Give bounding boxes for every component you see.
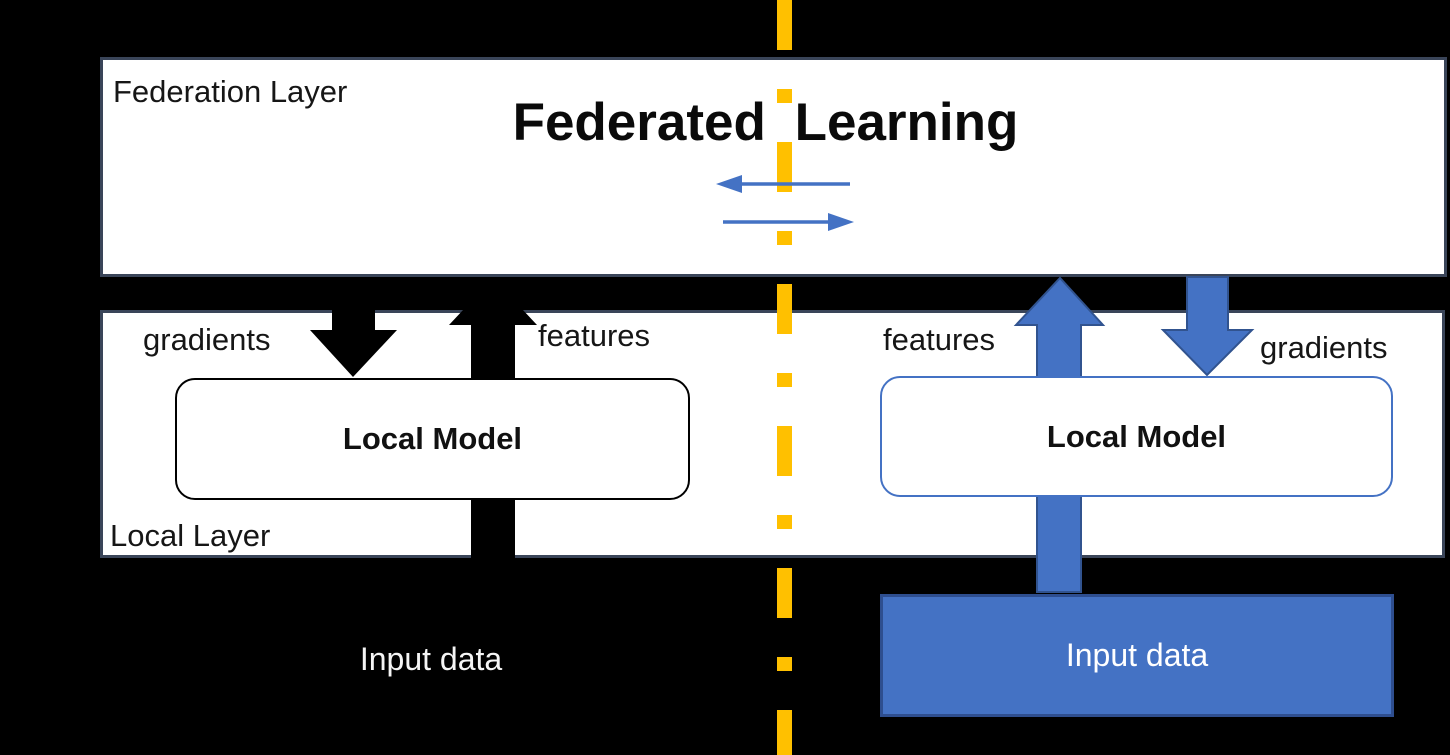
local-model-label-right: Local Model <box>1046 418 1227 454</box>
federation-layer-band <box>100 57 1447 277</box>
gradients-label-right: gradients <box>1260 330 1388 365</box>
local-layer-label: Local Layer <box>110 518 271 553</box>
local-model-label-left: Local Model <box>342 421 523 456</box>
federated-learning-title: Federated Learning <box>512 93 1019 152</box>
features-label-left: features <box>538 318 651 353</box>
input-data-label-right: Input data <box>1065 637 1209 673</box>
gradients-down-arrow-right <box>1160 276 1255 377</box>
input-data-box-right: Input data <box>880 594 1394 717</box>
exchange-arrow-right-head <box>828 213 854 231</box>
local-model-box-right: Local Model <box>880 376 1393 497</box>
gradients-label-left: gradients <box>143 322 271 357</box>
exchange-arrow-left-head <box>716 175 742 193</box>
local-model-box-left: Local Model <box>175 378 690 500</box>
federation-layer-label: Federation Layer <box>113 74 348 109</box>
input-data-text-left: Input data <box>359 641 503 677</box>
features-label-right: features <box>883 322 996 357</box>
gradients-down-arrow-left <box>310 277 397 377</box>
